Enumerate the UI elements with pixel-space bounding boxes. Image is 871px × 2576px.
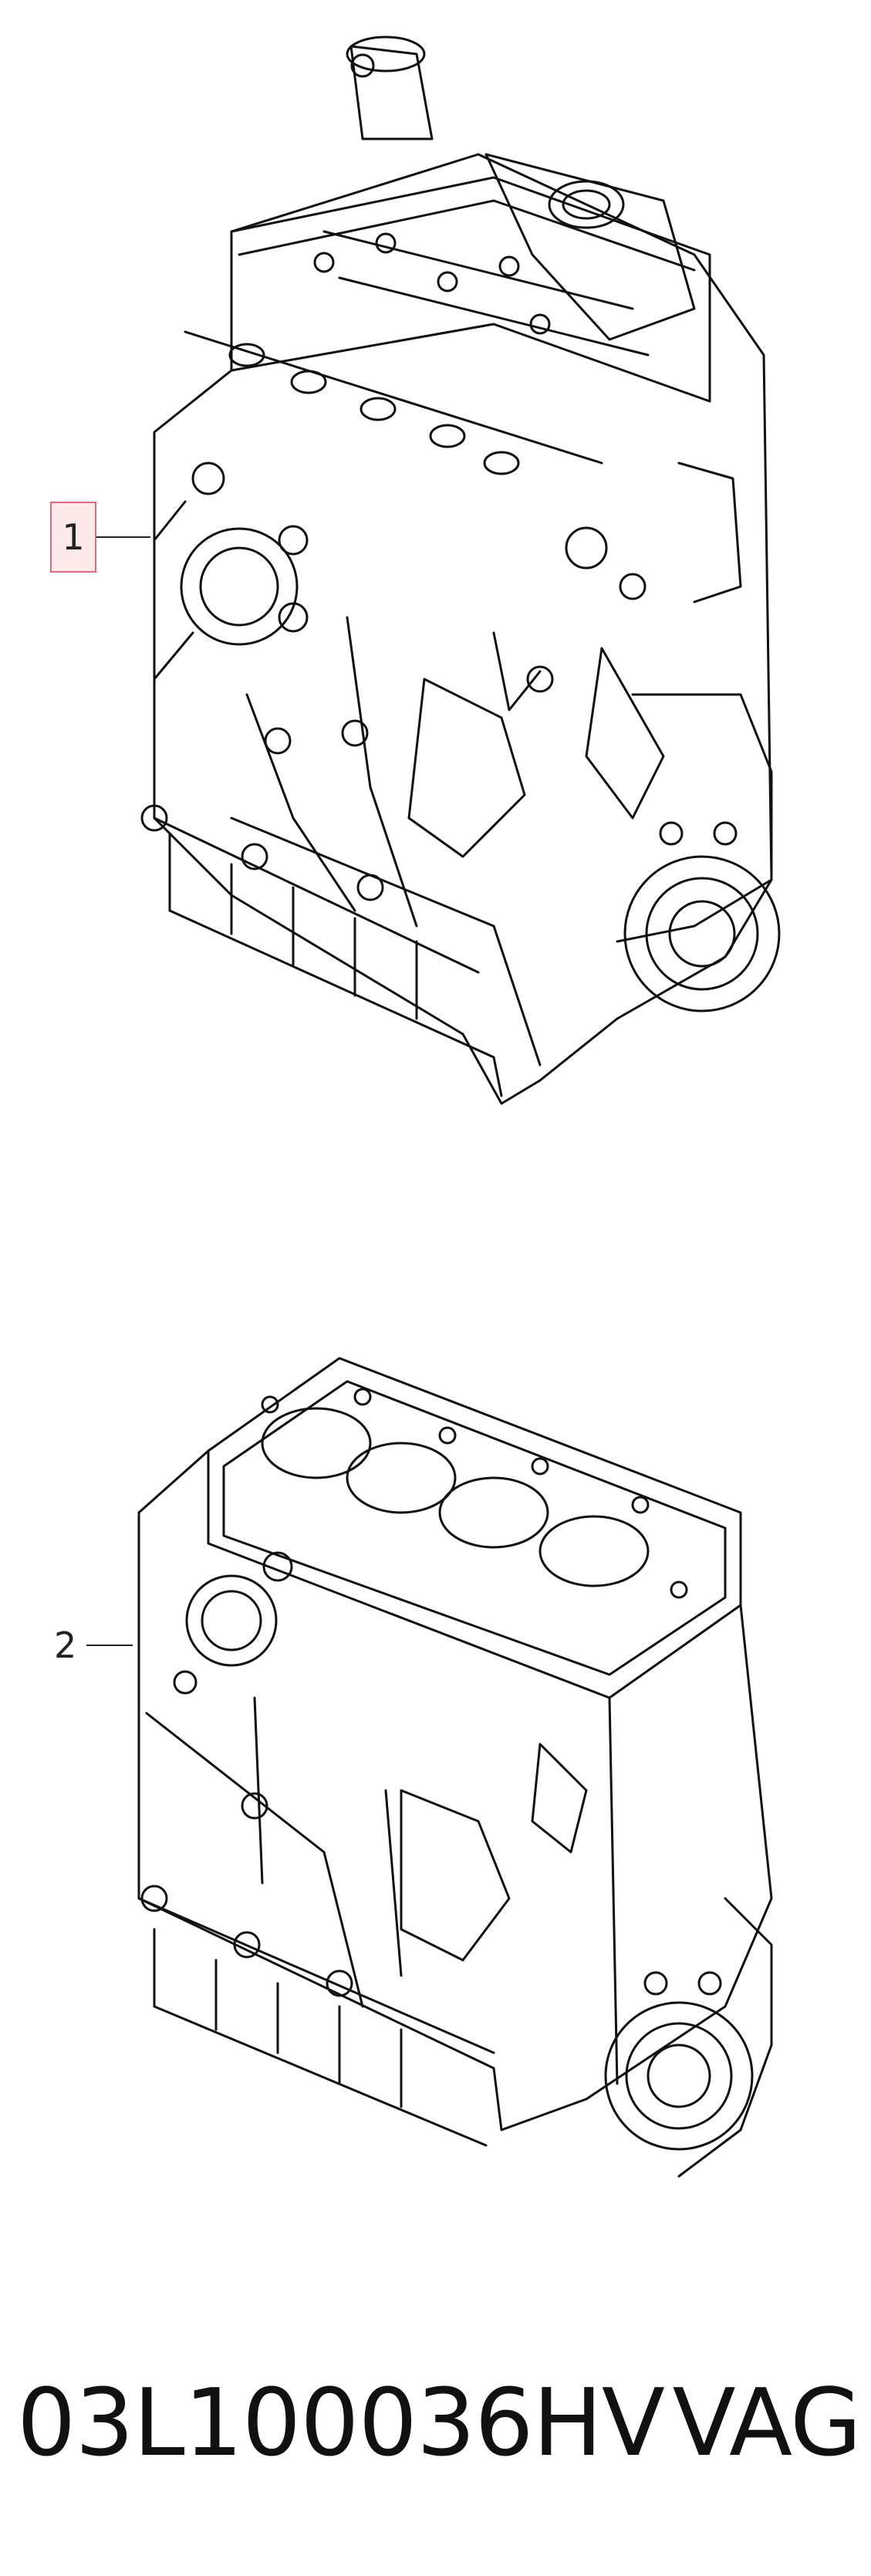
part-number-footer: 03L100036HV VAG [17, 2354, 866, 2493]
callout-2-leader-line [86, 1645, 133, 1646]
callout-2: 2 [54, 1624, 77, 1666]
short-block-drawing [0, 1312, 871, 2277]
brand-name: VAG [672, 2369, 862, 2477]
callout-1-leader-line [96, 536, 150, 538]
engine-assembly-illustration [140, 35, 781, 1105]
short-block-illustration [137, 1357, 773, 2178]
part-number: 03L100036HV [17, 2369, 665, 2477]
callout-1: 1 [50, 502, 96, 573]
engine-assembly-drawing [0, 0, 871, 1158]
callout-1-number: 1 [62, 516, 85, 558]
